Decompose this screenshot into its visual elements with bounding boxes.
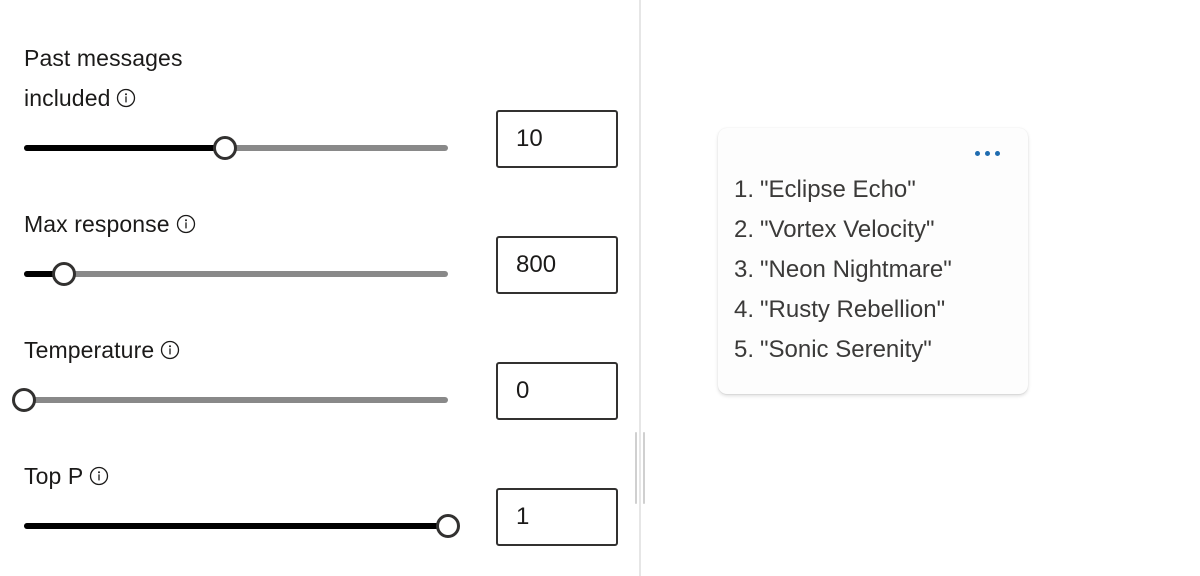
param-label-text: Past messages included [24,45,183,111]
param-label-max-response: Max response [24,204,274,244]
dot [985,150,990,156]
value-input-top-p[interactable]: 1 [496,488,618,546]
chat-pane: 1."Eclipse Echo" 2."Vortex Velocity" 3."… [641,0,1200,576]
slider-temperature[interactable] [12,388,448,412]
list-item: 1."Eclipse Echo" [734,170,1012,210]
slider-max-response[interactable] [24,262,448,286]
slider-thumb[interactable] [12,388,36,412]
info-icon[interactable] [160,340,180,360]
list-item-index: 2. [734,216,755,243]
more-options-icon[interactable] [973,147,1002,160]
param-row-past-messages-included: 10 [24,110,618,178]
slider-thumb[interactable] [51,262,76,286]
param-label-temperature: Temperature [24,330,274,370]
param-row-top-p: 1 [24,488,618,556]
dot [995,150,1000,156]
value-text: 800 [516,251,557,278]
param-label-top-p: Top P [24,456,274,496]
param-group-top-p: Top P 1 [24,456,618,556]
param-row-max-response: 800 [24,236,618,304]
slider-fill [24,271,64,277]
slider-fill [24,523,448,529]
slider-rail[interactable] [24,397,448,403]
settings-pane: Past messages included 10 Max response [12,38,618,556]
param-group-past-messages-included: Past messages included 10 [24,38,618,178]
slider-past-messages-included[interactable] [24,136,448,160]
value-input-past-messages-included[interactable]: 10 [496,110,618,168]
slider-thumb[interactable] [212,136,237,160]
slider-top-p[interactable] [24,514,460,538]
assistant-message-card: 1."Eclipse Echo" 2."Vortex Velocity" 3."… [718,128,1028,394]
list-item-text: "Rusty Rebellion" [760,296,946,323]
list-item-text: "Neon Nightmare" [760,256,952,283]
param-label-past-messages-included: Past messages included [24,38,274,118]
param-group-max-response: Max response 800 [24,204,618,304]
slider-fill [24,145,225,151]
list-item: 4."Rusty Rebellion" [734,290,1012,330]
list-item-index: 4. [734,296,755,323]
answer-list: 1."Eclipse Echo" 2."Vortex Velocity" 3."… [734,170,1012,370]
value-text: 10 [516,125,543,152]
list-item: 3."Neon Nightmare" [734,250,1012,290]
list-item: 5."Sonic Serenity" [734,330,1012,370]
param-group-temperature: Temperature 0 [12,330,618,430]
value-text: 1 [516,503,530,530]
value-input-max-response[interactable]: 800 [496,236,618,294]
list-item-text: "Sonic Serenity" [760,336,932,363]
info-icon[interactable] [89,466,109,486]
value-input-temperature[interactable]: 0 [496,362,618,420]
pane-divider [639,0,641,576]
list-item: 2."Vortex Velocity" [734,210,1012,250]
card-toolbar [734,142,1012,164]
param-label-text: Temperature [24,337,155,363]
list-item-index: 1. [734,176,755,203]
slider-thumb[interactable] [436,514,460,538]
list-item-index: 3. [734,256,755,283]
info-icon[interactable] [176,214,196,234]
dot [975,150,980,156]
list-item-index: 5. [734,336,755,363]
param-label-text: Max response [24,211,170,237]
slider-rail[interactable] [24,271,448,277]
list-item-text: "Vortex Velocity" [760,216,935,243]
param-row-temperature: 0 [12,362,618,430]
info-icon[interactable] [116,88,136,108]
splitter-handle-icon[interactable] [633,432,647,504]
param-label-text: Top P [24,463,84,489]
splitter-bar [635,432,637,504]
splitter-bar [643,432,645,504]
value-text: 0 [516,377,530,404]
list-item-text: "Eclipse Echo" [760,176,916,203]
